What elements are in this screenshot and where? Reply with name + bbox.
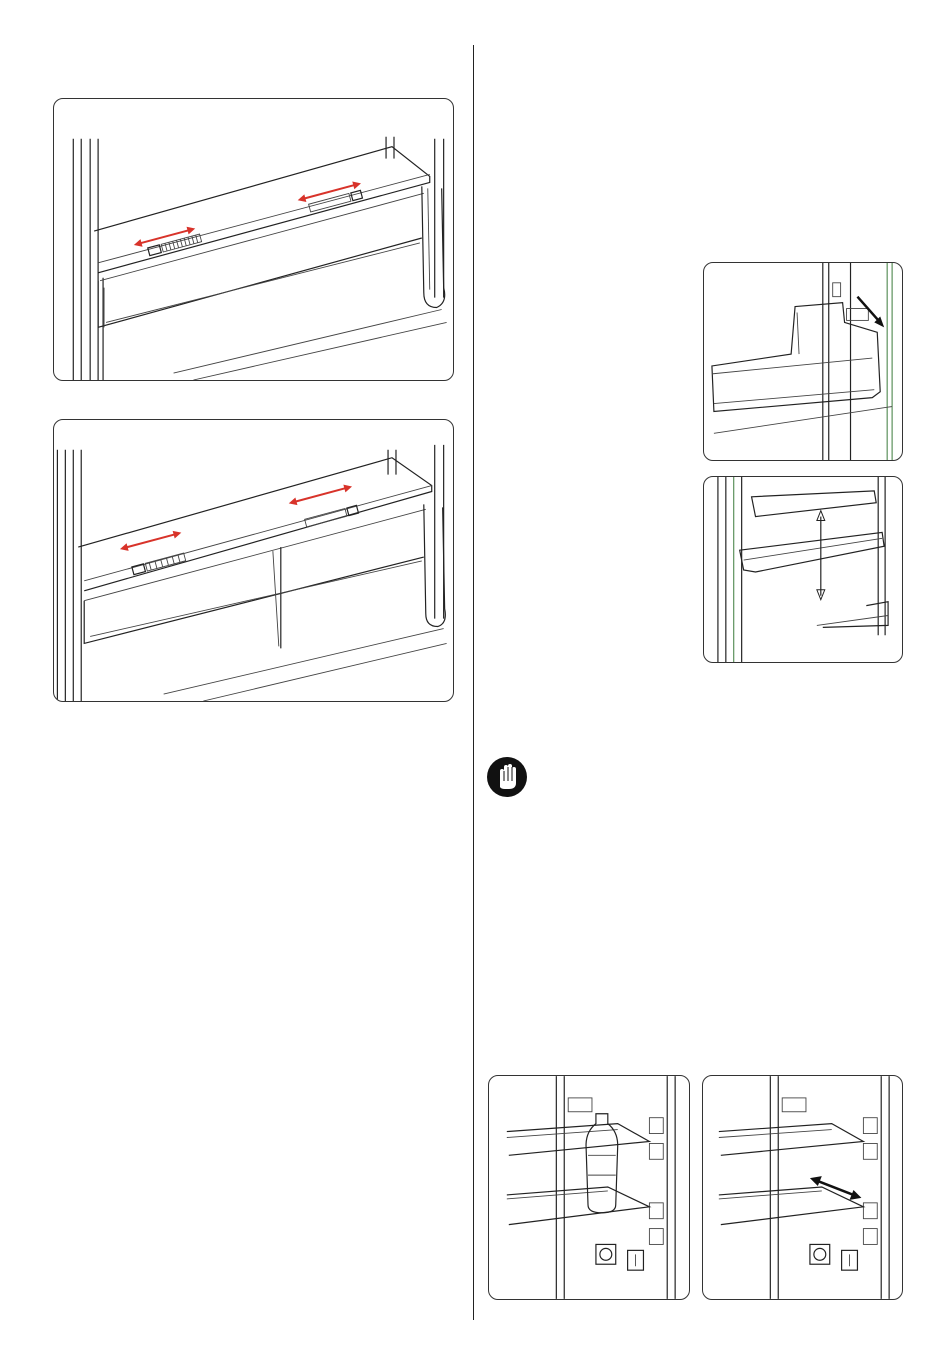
figure-glass-shelf-slide (702, 1075, 903, 1300)
figure-crisper-cover-single (53, 98, 454, 381)
figure-door-shelf-removal (703, 262, 903, 461)
figure-crisper-cover-split (53, 419, 454, 702)
figure-glass-shelf-bottle (488, 1075, 690, 1300)
figure-door-shelf-height (703, 476, 903, 663)
column-divider (473, 45, 474, 1320)
hand-stop-icon (487, 757, 527, 797)
